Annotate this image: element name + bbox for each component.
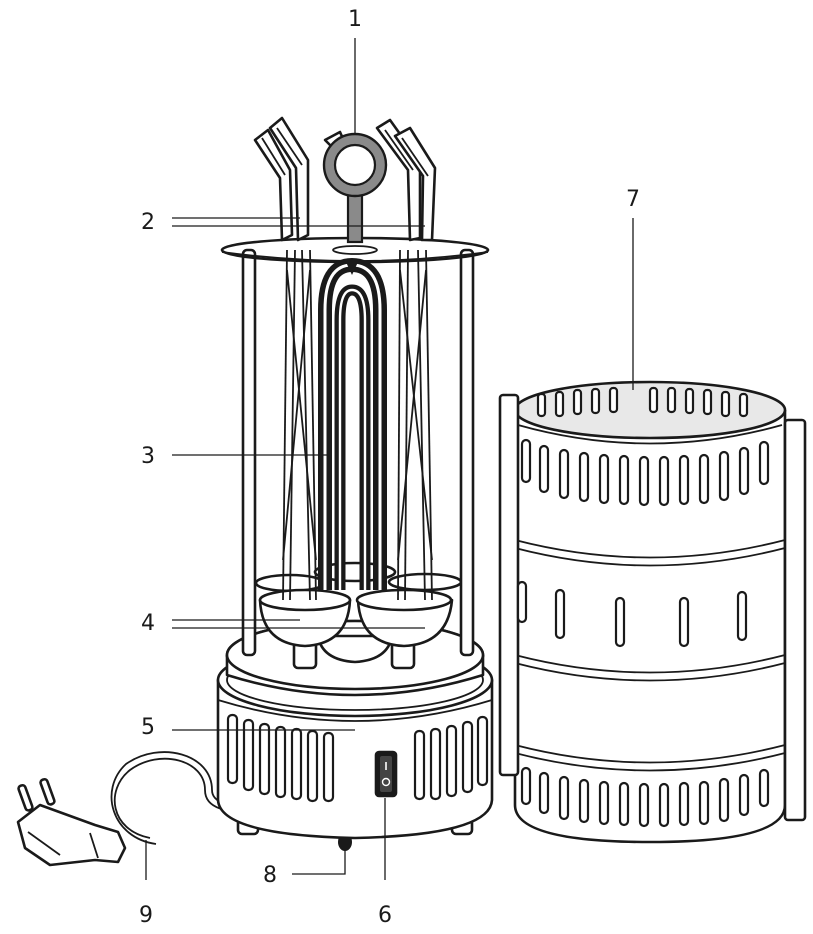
callout-labels: 1 2 3 4 5 6 7 8 9 (139, 7, 640, 928)
base-vents-right (413, 715, 489, 801)
power-plug (16, 777, 127, 867)
heating-element (318, 257, 387, 590)
callout-4: 4 (141, 611, 155, 636)
cover-lower-slots (520, 766, 770, 828)
lifting-handle (322, 132, 388, 244)
skewer-handles-left (253, 116, 310, 242)
cover-inner-slots (536, 386, 749, 418)
base-vents-left (226, 713, 335, 803)
cover-upper-slots (520, 438, 770, 507)
callout-5: 5 (141, 715, 155, 740)
cover-cylinder (498, 380, 807, 844)
callout-3: 3 (141, 444, 155, 469)
callout-9: 9 (139, 903, 153, 928)
leader-8 (292, 850, 346, 875)
callout-1: 1 (348, 7, 362, 32)
drip-cups (254, 561, 463, 670)
power-switch (374, 750, 398, 798)
callout-7: 7 (626, 187, 640, 212)
callout-8: 8 (263, 863, 277, 888)
callout-2: 2 (141, 210, 155, 235)
skewers (282, 249, 433, 601)
frame-rods (241, 248, 475, 657)
callout-6: 6 (378, 903, 392, 928)
leader-lines (145, 38, 634, 880)
cover-middle-slots (516, 580, 748, 648)
